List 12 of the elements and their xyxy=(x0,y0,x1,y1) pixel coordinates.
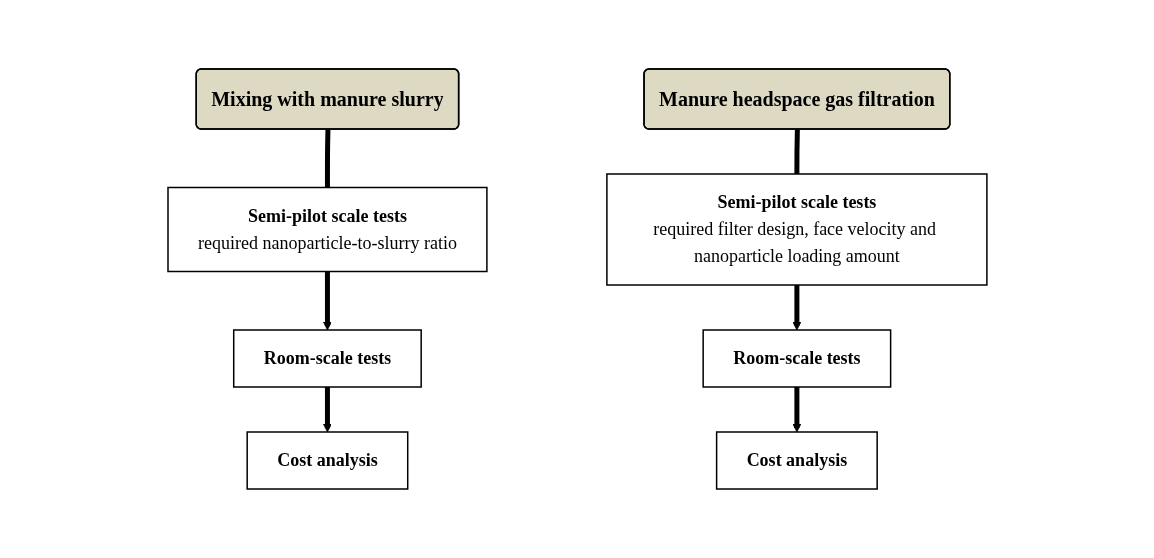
arrow xyxy=(322,271,332,331)
connector xyxy=(793,129,800,174)
node-box: Semi-pilot scale tests required nanoparticle-to-slurry ratio xyxy=(166,186,488,273)
node-box: Room-scale tests xyxy=(701,329,891,388)
connector xyxy=(324,129,330,188)
node-box: Cost analysis xyxy=(715,431,878,490)
arrow xyxy=(322,387,332,433)
node-box: Semi-pilot scale tests required filter design, face velocity and nanoparticle loading amount xyxy=(605,173,988,286)
node-box: Cost analysis xyxy=(246,431,408,490)
arrow xyxy=(792,387,801,433)
arrow xyxy=(792,285,801,331)
node-box: Room-scale tests xyxy=(232,329,422,388)
